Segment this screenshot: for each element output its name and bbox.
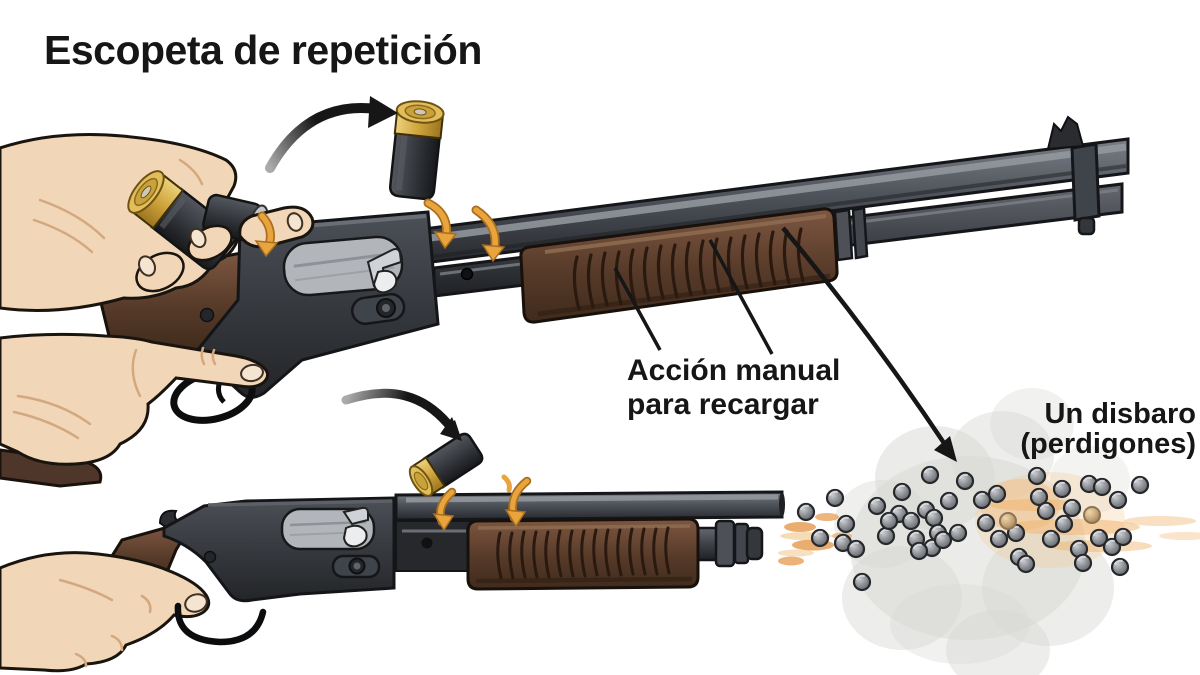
eject-arrow-icon bbox=[341, 388, 462, 441]
firing-hand bbox=[0, 551, 211, 673]
eject-arrow-icon bbox=[265, 96, 398, 173]
bottom-shotgun-illustration bbox=[0, 388, 785, 673]
receiver bbox=[193, 210, 440, 399]
single-shot-label: Un disbaro (perdigones) bbox=[1020, 398, 1196, 460]
fingernail bbox=[240, 363, 264, 383]
trigger-guard bbox=[174, 602, 267, 646]
pump-motion-arrow-icon bbox=[423, 198, 506, 263]
label-leader-lines bbox=[613, 239, 774, 355]
single-shot-line1: Un disbaro bbox=[1045, 398, 1196, 430]
single-shot-line2: (perdigones) bbox=[1020, 428, 1196, 460]
manual-action-label: Acción manual para recargar bbox=[627, 354, 840, 421]
ejected-shotshell bbox=[389, 100, 445, 201]
top-shotgun-illustration bbox=[0, 96, 1130, 488]
pump-forend bbox=[466, 517, 700, 591]
page-title: Escopeta de repetición bbox=[44, 27, 482, 73]
ejected-shotshell bbox=[408, 432, 484, 497]
front-sight-icon bbox=[1046, 115, 1085, 151]
fingernail bbox=[184, 593, 208, 613]
load-motion-arrow-icon bbox=[254, 211, 279, 258]
barrel-band bbox=[1070, 142, 1101, 222]
manual-action-line1: Acción manual bbox=[627, 354, 840, 387]
receiver bbox=[158, 496, 396, 603]
manual-action-line2: para recargar bbox=[627, 388, 819, 421]
pump-motion-arrow-icon bbox=[432, 474, 532, 532]
trigger-hand bbox=[0, 332, 269, 466]
shot-arrow-icon bbox=[781, 226, 957, 462]
